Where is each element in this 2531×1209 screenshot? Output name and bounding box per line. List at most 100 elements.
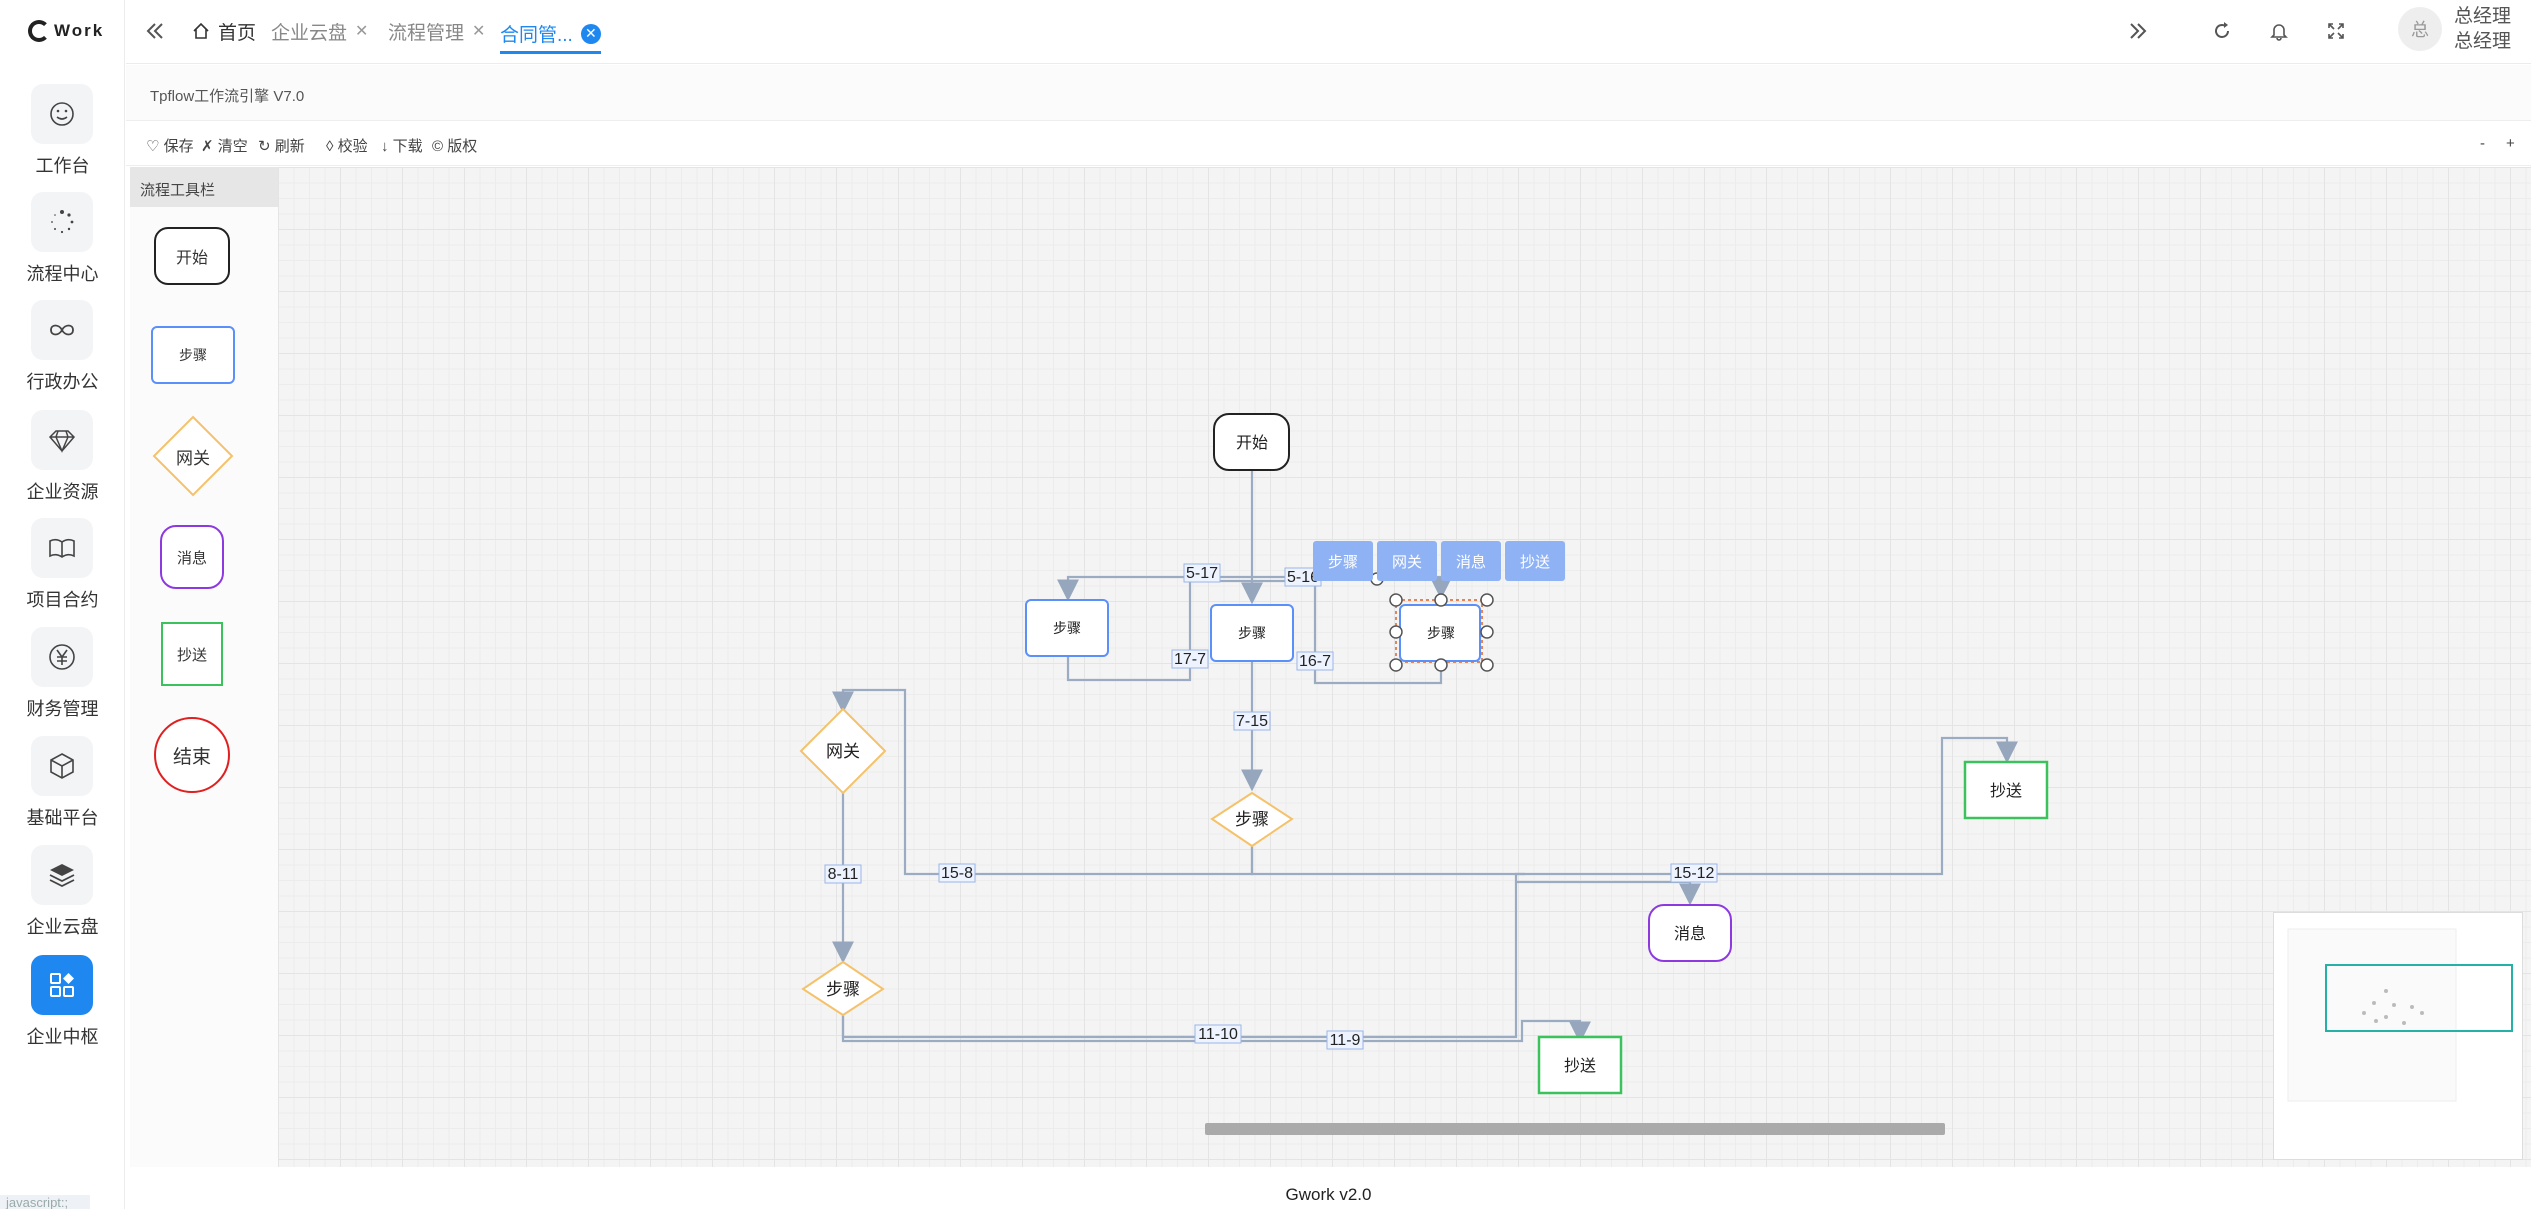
start-node[interactable] <box>1213 413 1290 471</box>
smile-icon <box>31 84 93 144</box>
user-menu[interactable]: 总 总经理 总经理 <box>2397 4 2511 54</box>
sidebar-item-hub[interactable]: 企业中枢 <box>0 955 125 1055</box>
edge-label[interactable]: 16-7 <box>1299 653 1331 670</box>
status-link-text: javascript:; <box>0 1195 90 1209</box>
cc-node[interactable] <box>1537 1035 1623 1095</box>
sidebar-item-label: 企业云盘 <box>26 917 99 937</box>
quick-add-message-button[interactable] <box>1441 541 1501 581</box>
tab-label: 流程管理 <box>388 22 465 44</box>
sidebar-item-contracts[interactable]: 项目合约 <box>0 518 125 618</box>
edge-label[interactable]: 11-9 <box>1330 1032 1361 1049</box>
quick-add-cc-button[interactable] <box>1505 541 1565 581</box>
user-role: 总经理 <box>2453 31 2511 52</box>
resize-handles[interactable] <box>1370 572 1494 672</box>
zoom-in-button[interactable]: + <box>2506 135 2515 152</box>
footer-version: Gwork v2.0 <box>126 1185 2531 1209</box>
palette-message[interactable]: 消息 <box>160 525 224 589</box>
sidebar-item-platform[interactable]: 基础平台 <box>0 736 125 836</box>
sidebar-item-label: 项目合约 <box>26 590 99 610</box>
tab-clouddisk[interactable]: 企业云盘 ✕ <box>271 16 368 46</box>
sidebar-item-label: 工作台 <box>35 156 90 176</box>
clear-button[interactable]: ✗ 清空 <box>201 138 248 155</box>
quick-add-step-button[interactable] <box>1313 541 1373 581</box>
palette-end[interactable]: 结束 <box>154 717 230 793</box>
palette-title: 流程工具栏 <box>130 167 278 207</box>
quick-add-label: 抄送 <box>1520 554 1550 571</box>
palette-gateway[interactable]: 网关 <box>152 415 234 497</box>
logo-text: Work <box>54 21 105 40</box>
close-icon[interactable]: ✕ <box>355 23 369 40</box>
yen-icon <box>31 627 93 687</box>
sidebar-item-clouddisk[interactable]: 企业云盘 <box>0 845 125 945</box>
message-node[interactable] <box>1648 904 1732 962</box>
gateway-node[interactable] <box>801 960 885 1017</box>
logo[interactable]: Work <box>28 16 104 46</box>
step-node-label: 步骤 <box>1427 625 1455 641</box>
flow-diagram: 5-17 5-16 17-7 16-7 7-15 8-11 15-8 15-12… <box>799 413 2049 1095</box>
logo-g-icon <box>28 20 50 42</box>
cube-icon <box>31 736 93 796</box>
sidebar-item-admin[interactable]: 行政办公 <box>0 300 125 400</box>
sidebar-item-finance[interactable]: 财务管理 <box>0 627 125 727</box>
palette-cc-label: 抄送 <box>176 646 207 664</box>
download-button[interactable]: ↓ 下载 <box>381 138 423 155</box>
fullscreen-icon[interactable] <box>2321 16 2351 46</box>
expand-right-icon[interactable] <box>2123 16 2153 46</box>
designer-toolbar: ♡ 保存 ✗ 清空 ↻ 刷新 ◊ 校验 ↓ 下载 © 版权 - + <box>126 122 2531 166</box>
palette-cc[interactable]: 抄送 <box>161 622 223 686</box>
minimap-viewport[interactable] <box>2325 964 2513 1032</box>
app-title-bar: Tpflow工作流引擎 V7.0 <box>126 65 2531 121</box>
validate-button[interactable]: ◊ 校验 <box>326 138 368 155</box>
sidebar-item-process[interactable]: 流程中心 <box>0 192 125 292</box>
minimap[interactable] <box>2273 912 2523 1160</box>
tab-contract-management[interactable]: 合同管... ✕ <box>500 16 601 54</box>
cc-node-label: 抄送 <box>1564 1057 1596 1075</box>
sidebar-item-resources[interactable]: 企业资源 <box>0 410 125 510</box>
quick-add-gateway-button[interactable] <box>1377 541 1437 581</box>
palette-start[interactable]: 开始 <box>154 227 230 285</box>
cc-node[interactable] <box>1963 760 2049 820</box>
palette-message-label: 消息 <box>176 549 207 567</box>
tab-process-management[interactable]: 流程管理 ✕ <box>388 16 485 46</box>
collapse-left-icon[interactable] <box>140 16 170 46</box>
flow-canvas[interactable]: 5-17 5-16 17-7 16-7 7-15 8-11 15-8 15-12… <box>278 167 2531 1167</box>
gateway-node-label: 步骤 <box>1235 810 1269 829</box>
step-node-label: 步骤 <box>1238 625 1266 641</box>
step-node[interactable] <box>1025 599 1109 657</box>
app-title: Tpflow工作流引擎 V7.0 <box>150 88 305 105</box>
edge-label[interactable]: 5-17 <box>1186 565 1218 582</box>
connector <box>1250 736 2018 876</box>
edge-label[interactable]: 17-7 <box>1174 651 1206 668</box>
edge-label[interactable]: 15-12 <box>1674 865 1715 882</box>
step-node[interactable] <box>1210 604 1294 662</box>
top-bar: 首页 企业云盘 ✕ 流程管理 ✕ 合同管... ✕ 总 总经理 总经理 <box>126 0 2531 64</box>
close-icon[interactable]: ✕ <box>580 23 601 44</box>
gateway-node[interactable] <box>1210 791 1294 848</box>
zoom-out-button[interactable]: - <box>2480 135 2485 152</box>
palette-step[interactable]: 步骤 <box>151 326 235 384</box>
connector <box>841 882 1518 1039</box>
refresh-button[interactable]: ↻ 刷新 <box>258 138 305 155</box>
user-name: 总经理 <box>2453 6 2511 27</box>
refresh-icon[interactable] <box>2207 16 2237 46</box>
book-icon <box>31 518 93 578</box>
bell-icon[interactable] <box>2264 16 2294 46</box>
gateway-node-label: 网关 <box>826 742 860 761</box>
edge-label[interactable]: 7-15 <box>1236 713 1268 730</box>
edge-label[interactable]: 8-11 <box>828 866 859 883</box>
close-icon[interactable]: ✕ <box>472 23 486 40</box>
copyright-button[interactable]: © 版权 <box>432 138 478 155</box>
edge-label[interactable]: 15-8 <box>941 865 973 882</box>
save-button[interactable]: ♡ 保存 <box>146 138 194 155</box>
sidebar-item-label: 企业中枢 <box>26 1027 99 1047</box>
avatar[interactable]: 总 <box>2397 7 2442 51</box>
edge-label[interactable]: 11-10 <box>1198 1026 1238 1043</box>
palette-gateway-label: 网关 <box>176 448 210 468</box>
gateway-node[interactable] <box>799 707 887 795</box>
diamond-icon <box>31 410 93 470</box>
horizontal-scrollbar[interactable] <box>1205 1123 1945 1135</box>
tab-home[interactable]: 首页 <box>192 16 256 46</box>
sidebar-item-label: 企业资源 <box>26 482 99 502</box>
edge-label[interactable]: 5-16 <box>1287 569 1319 586</box>
sidebar-item-workbench[interactable]: 工作台 <box>0 84 125 184</box>
